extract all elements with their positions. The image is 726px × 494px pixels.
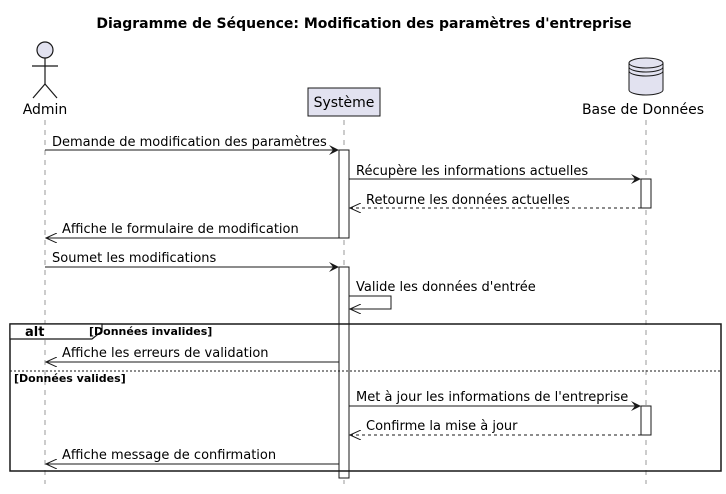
alt-guard-invalid: [Données invalides] (89, 325, 212, 338)
activation-systeme-2 (338, 266, 350, 479)
message-label-8: Met à jour les informations de l'entrepr… (356, 390, 628, 405)
message-label-10: Affiche message de confirmation (62, 448, 276, 463)
message-label-1: Demande de modification des paramètres (52, 135, 327, 150)
alt-guard-valid: [Données valides] (14, 372, 126, 385)
message-label-3: Retourne les données actuelles (366, 193, 570, 208)
alt-frame (9, 323, 722, 472)
actor-admin-icon (32, 41, 58, 99)
message-label-6: Valide les données d'entrée (356, 280, 536, 295)
message-arrow-6 (349, 295, 392, 309)
message-label-7: Affiche les erreurs de validation (62, 346, 269, 361)
participant-admin-label: Admin (23, 102, 68, 118)
message-label-5: Soumet les modifications (52, 251, 217, 266)
activation-bdd-2 (640, 405, 652, 436)
diagram-title: Diagramme de Séquence: Modification des … (96, 16, 631, 32)
participant-bdd-label: Base de Données (582, 102, 704, 118)
message-label-4: Affiche le formulaire de modification (62, 222, 299, 237)
participant-systeme-box (307, 87, 381, 117)
message-label-9: Confirme la mise à jour (366, 419, 518, 434)
activation-systeme-1 (338, 149, 350, 239)
alt-frame-tab (9, 323, 103, 340)
participant-systeme-label: Système (314, 95, 375, 111)
database-icon (628, 57, 664, 96)
activation-bdd-1 (640, 178, 652, 209)
message-label-2: Récupère les informations actuelles (356, 164, 588, 179)
alt-keyword: alt (25, 325, 44, 340)
